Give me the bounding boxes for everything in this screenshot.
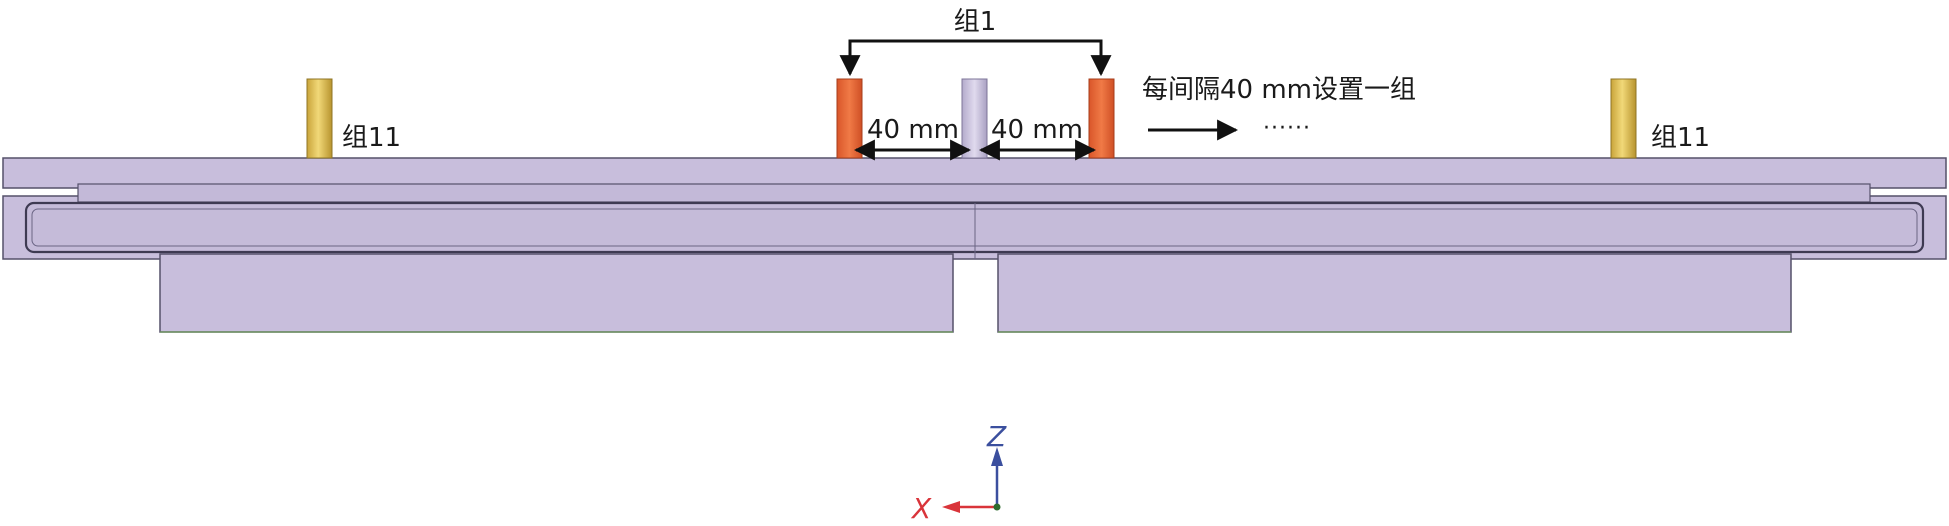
x-axis-arrow	[942, 501, 960, 513]
x-axis-label: X	[910, 492, 932, 525]
spacing-note: 每间隔40 mm设置一组	[1142, 75, 1416, 105]
rod-yellow-left	[306, 78, 333, 159]
z-axis-label: Z	[986, 420, 1007, 453]
bottom-block-left	[159, 253, 954, 333]
rod-orange-right	[1088, 78, 1115, 159]
spacing-ellipsis: ······	[1263, 116, 1311, 141]
axis-triad: Z X	[910, 420, 1007, 525]
top-plate	[2, 157, 1947, 189]
thin-strip	[77, 183, 1871, 203]
group11-left-label: 组11	[342, 123, 401, 153]
group11-right-label: 组11	[1651, 123, 1710, 153]
group1-label: 组1	[954, 7, 997, 37]
axis-origin	[993, 503, 1001, 511]
rod-orange-left	[836, 78, 863, 159]
rod-yellow-right	[1610, 78, 1637, 159]
dim-label-right: 40 mm	[991, 115, 1083, 145]
dim-label-left: 40 mm	[867, 115, 959, 145]
bottom-block-right	[997, 253, 1792, 333]
plate-assembly	[2, 157, 1947, 333]
group1-bracket	[839, 39, 1112, 77]
rods	[306, 78, 1637, 159]
z-axis-arrow	[991, 447, 1003, 466]
rod-center	[961, 78, 988, 159]
